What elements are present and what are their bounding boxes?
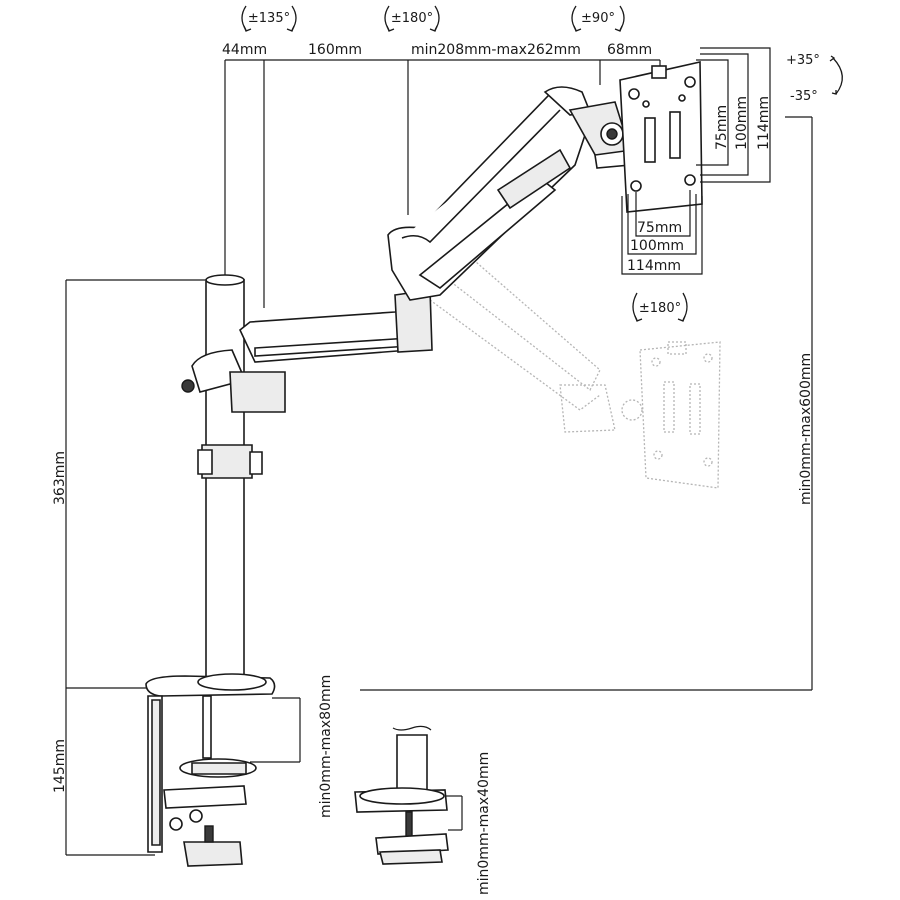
clamp-range-dimension: min0mm-max80mm — [250, 675, 334, 818]
pole — [197, 274, 263, 681]
height-range-dimension: min0mm-max600mm — [360, 116, 814, 691]
desk-clamp — [145, 673, 276, 867]
upper-arm — [387, 86, 633, 301]
label-vesa-vertical-100: 100mm — [734, 96, 750, 150]
label-tilt-down: -35° — [790, 89, 818, 104]
rotation-badge-vesa: ±180° — [632, 292, 688, 322]
label-rotation-elbow: ±180° — [391, 11, 433, 26]
label-rotation-swivel: ±90° — [581, 11, 615, 26]
grommet-range-dimension: min0mm-max40mm — [446, 752, 492, 895]
label-rotation-vesa: ±180° — [639, 301, 681, 316]
label-rotation-arm-joint: ±135° — [248, 11, 290, 26]
rotation-badge-elbow: ±180° — [384, 5, 440, 32]
grommet-mount — [354, 725, 449, 865]
label-clamp-height: 145mm — [52, 739, 68, 793]
label-vesa-vertical-114: 114mm — [756, 96, 772, 150]
rotation-badge-swivel: ±90° — [571, 5, 625, 32]
lower-arm — [181, 289, 433, 413]
label-head-length: 68mm — [607, 42, 652, 58]
tilt-indicator: +35° -35° — [786, 53, 843, 104]
label-vesa-horizontal-114: 114mm — [627, 258, 681, 274]
label-height-range: min0mm-max600mm — [798, 353, 814, 505]
pole-height-dimension: 363mm 145mm — [52, 279, 205, 856]
label-vesa-horizontal-100: 100mm — [630, 238, 684, 254]
label-vesa-vertical-75: 75mm — [714, 105, 730, 150]
vesa-dimensions: 75mm 100mm 114mm 75mm 100mm 114mm — [621, 47, 772, 275]
label-upper-arm-length: min208mm-max262mm — [411, 42, 581, 58]
label-vesa-horizontal-75: 75mm — [637, 220, 682, 236]
label-tilt-up: +35° — [786, 53, 820, 68]
rotation-badge-arm-joint: ±135° — [241, 5, 297, 32]
label-clamp-range: min0mm-max80mm — [318, 675, 334, 818]
vesa-plate — [619, 61, 703, 213]
label-lower-arm-length: 160mm — [308, 42, 362, 58]
label-pole-height: 363mm — [52, 451, 68, 505]
label-post-offset: 44mm — [222, 42, 267, 58]
label-grommet-range: min0mm-max40mm — [476, 752, 492, 895]
